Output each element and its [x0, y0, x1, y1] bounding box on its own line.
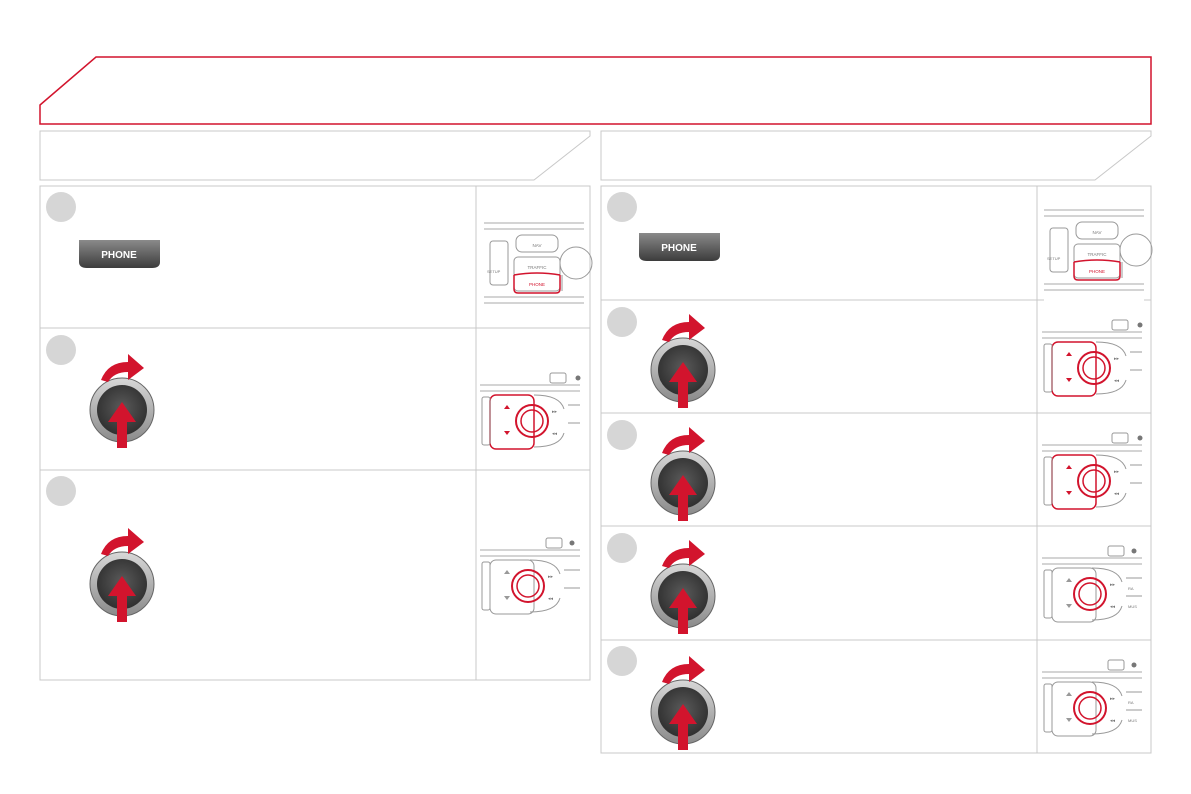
left-step-1: PHONE NAV TRAFFIC PHONE SETUP — [46, 192, 593, 316]
panel-thumbnail-phone: NAV TRAFFIC PHONE SETUP — [483, 204, 593, 316]
rotate-dial-icon — [650, 539, 716, 635]
title-banner — [39, 56, 1152, 125]
panel-thumbnail-dial — [1041, 424, 1144, 526]
right-step-4: RA MUS — [607, 533, 1143, 639]
phone-button-label: PHONE — [101, 250, 137, 261]
right-step-5: RA MUS — [607, 646, 1143, 753]
rotate-dial-icon — [650, 655, 716, 751]
panel-traffic-label: TRAFFIC — [1088, 252, 1108, 257]
step-number-bubble — [607, 533, 637, 563]
panel-nav-label: NAV — [1093, 230, 1102, 235]
phone-button[interactable] — [639, 233, 720, 261]
panel-setup-label: SETUP — [1047, 256, 1061, 261]
panel-ra-label: RA — [1128, 700, 1134, 705]
panel-setup-label: SETUP — [487, 269, 501, 274]
rotate-dial-icon — [89, 353, 155, 449]
step-number-bubble — [607, 420, 637, 450]
step-number-bubble — [46, 192, 76, 222]
step-number-bubble — [607, 646, 637, 676]
panel-phone-label: PHONE — [1089, 269, 1105, 274]
step-number-bubble — [46, 335, 76, 365]
rotate-dial-icon — [650, 426, 716, 522]
right-step-3 — [607, 420, 1144, 526]
panel-ra-label: RA — [1128, 586, 1134, 591]
panel-thumbnail-dial — [479, 364, 582, 466]
step-number-bubble — [607, 192, 637, 222]
panel-mus-label: MUS — [1128, 604, 1137, 609]
panel-thumbnail-dial — [479, 529, 581, 631]
step-number-bubble — [46, 476, 76, 506]
panel-thumbnail-dial — [1041, 311, 1144, 413]
section-header-right — [600, 130, 1152, 181]
right-step-2 — [607, 307, 1144, 413]
rotate-dial-icon — [650, 313, 716, 409]
panel-phone-label: PHONE — [529, 282, 545, 287]
phone-button-label: PHONE — [661, 243, 697, 254]
left-step-3 — [46, 476, 581, 631]
rotate-dial-icon — [89, 527, 155, 623]
right-steps-box — [600, 185, 1152, 754]
panel-nav-label: NAV — [533, 243, 542, 248]
panel-thumbnail-dial: RA MUS — [1041, 537, 1143, 639]
panel-traffic-label: TRAFFIC — [528, 265, 548, 270]
phone-button[interactable] — [79, 240, 160, 268]
panel-thumbnail-phone: NAV TRAFFIC PHONE SETUP — [1043, 191, 1153, 303]
left-steps-box — [39, 185, 591, 681]
right-step-1: PHONE NAV TRAFFIC PHONE SETUP — [607, 191, 1153, 303]
step-number-bubble — [607, 307, 637, 337]
panel-thumbnail-dial: RA MUS — [1041, 651, 1143, 753]
panel-mus-label: MUS — [1128, 718, 1137, 723]
left-step-2 — [46, 335, 582, 466]
section-header-left — [39, 130, 591, 181]
